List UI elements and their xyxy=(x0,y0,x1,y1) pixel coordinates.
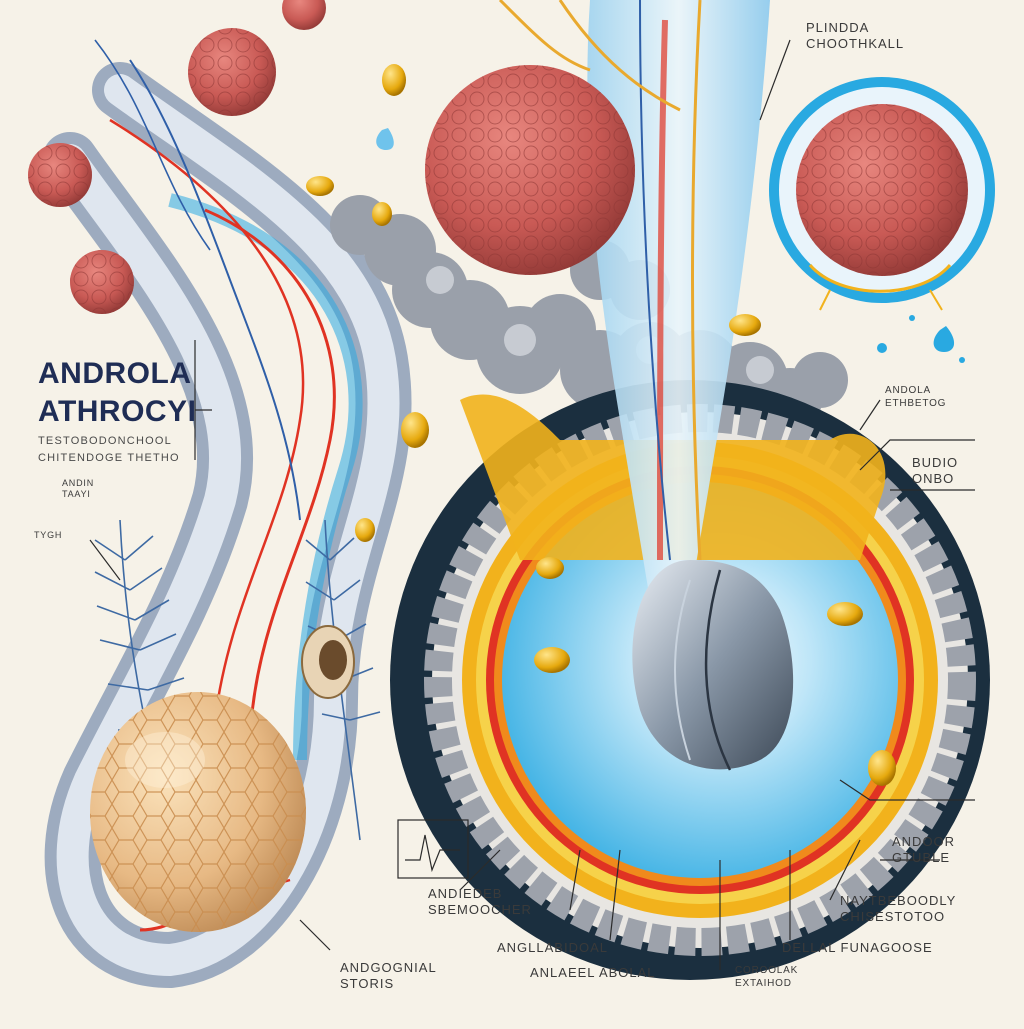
left-duct xyxy=(42,39,412,989)
label-top-right: PLINDDA CHOOTHKALL xyxy=(806,20,904,53)
label-left-small-1: ANDIN TAAYI xyxy=(62,478,94,501)
subtitle-line-1: TESTOBODONCHOOL xyxy=(38,435,172,447)
label-bottom-2: ANGLLABIDOAL xyxy=(497,940,608,955)
hex-egg-cell xyxy=(90,692,306,932)
water-droplets xyxy=(376,128,965,363)
label-bottom-5: COROOLAK EXTAIHOD xyxy=(735,965,798,990)
seed-capsule xyxy=(301,625,355,699)
label-left-small-1-line-2: TAAYI xyxy=(62,489,91,500)
label-right-4-line-1: NAYTBEBOODLY xyxy=(840,893,957,908)
label-bottom-1-line-1: ANDIEDEB xyxy=(428,886,503,901)
label-left-small-1-line-1: ANDIN xyxy=(62,478,95,488)
label-right-4-line-2: CHISESTOTOO xyxy=(840,909,946,925)
label-bottom-5-line-1: COROOLAK xyxy=(735,965,799,976)
label-right-1: ANDOLA ETHBETOG xyxy=(885,385,946,410)
leader-lines xyxy=(89,39,975,970)
label-right-2-line-1: BUDIO xyxy=(912,455,959,470)
label-right-3: ANDOOR GTUBLE xyxy=(892,834,955,867)
label-bottom-left-line-1: ANDGOGNIAL xyxy=(340,960,437,975)
diagram-title: ANDROLA ATHROCYI xyxy=(38,355,196,430)
label-bottom-1-line-2: SBEMOOCHER xyxy=(428,902,532,918)
label-bottom-3: ANLAEEL ABOLAL xyxy=(530,965,656,980)
encircled-cell xyxy=(769,77,995,311)
label-right-3-line-1: ANDOOR xyxy=(892,834,956,849)
label-bottom-4: DELLAL FUNAGOOSE xyxy=(782,940,933,955)
subtitle-line-2: CHITENDOGE THETHO xyxy=(38,451,180,464)
small-cells xyxy=(28,0,326,314)
title-line-1: ANDROLA xyxy=(38,357,192,390)
label-right-1-line-2: ETHBETOG xyxy=(885,397,947,409)
diagram-subtitle: TESTOBODONCHOOL CHITENDOGE THETHO xyxy=(38,433,180,466)
label-top-right-line-2: CHOOTHKALL xyxy=(806,36,905,52)
label-bottom-5-line-2: EXTAIHOD xyxy=(735,977,792,989)
label-bottom-left: ANDGOGNIAL STORIS xyxy=(340,960,437,993)
label-bottom-1: ANDIEDEB SBEMOOCHER xyxy=(428,886,532,919)
oil-droplets xyxy=(306,64,896,786)
label-right-4: NAYTBEBOODLY CHISESTOTOO xyxy=(840,893,956,926)
title-line-2: ATHROCYI xyxy=(38,394,197,428)
label-right-2: BUDIO ONBO xyxy=(912,455,958,488)
inset-chart xyxy=(397,819,469,879)
testis-organ xyxy=(632,560,794,771)
label-left-small-2: TYGH xyxy=(34,530,63,540)
label-right-3-line-2: GTUBLE xyxy=(892,850,951,866)
label-top-right-line-1: PLINDDA xyxy=(806,20,870,35)
label-right-1-line-1: ANDOLA xyxy=(885,385,931,396)
label-right-2-line-2: ONBO xyxy=(912,471,955,487)
large-cell-top xyxy=(425,65,635,275)
label-bottom-left-line-2: STORIS xyxy=(340,976,395,992)
